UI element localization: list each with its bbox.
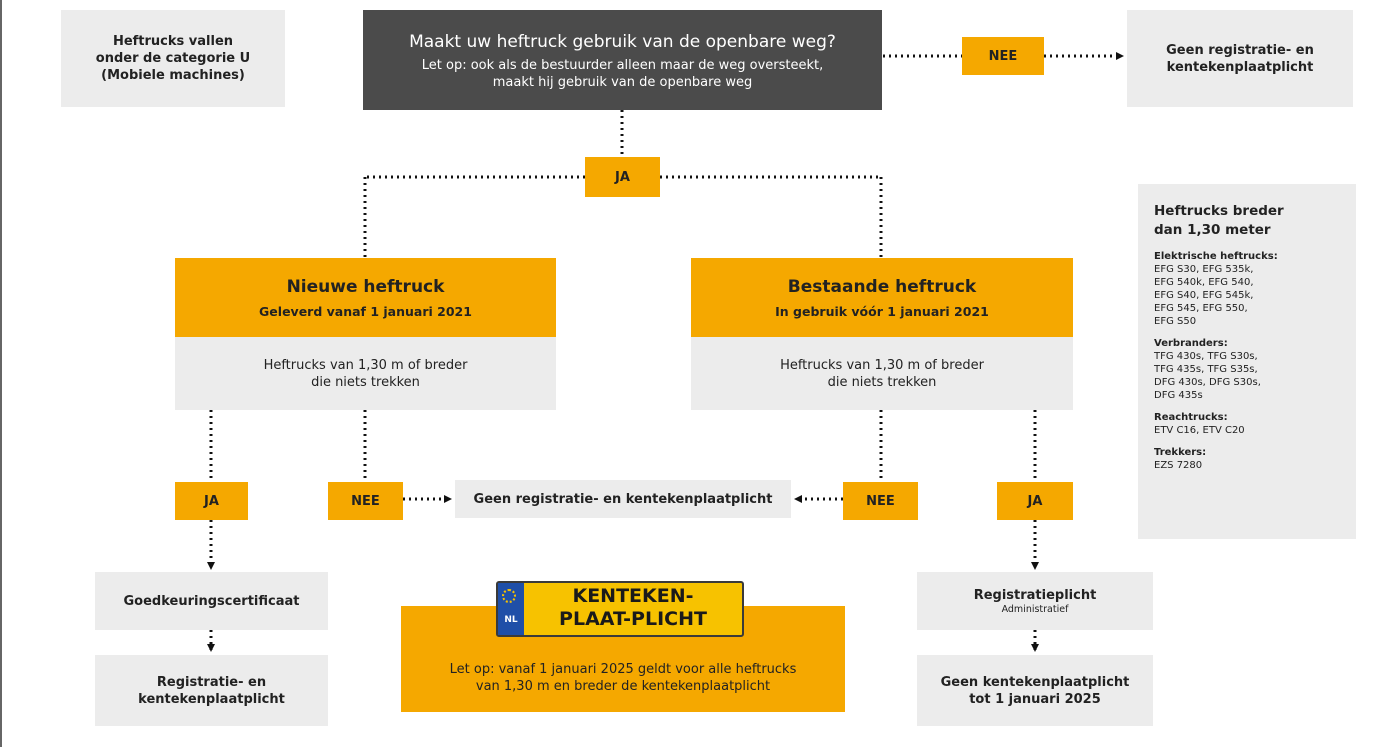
plate-text: KENTEKEN- PLAAT-PLICHT: [524, 585, 742, 631]
existing-no-label: NEE: [843, 482, 918, 520]
existing-truck-desc-line: die niets trekken: [827, 374, 937, 390]
group-models: ETV C16, ETV C20: [1154, 424, 1340, 437]
model-line: EFG S50: [1154, 316, 1197, 327]
registration-box: Registratieplicht Administratief: [917, 572, 1153, 630]
certificate-box: Goedkeuringscertificaat: [95, 572, 328, 630]
group-combustion: Verbranders: TFG 430s, TFG S30s, TFG 435…: [1154, 337, 1340, 402]
top-no-result-box: Geen registratie- en kentekenplaatplicht: [1127, 10, 1353, 107]
group-tractors: Trekkers: EZS 7280: [1154, 446, 1340, 472]
group-models: TFG 430s, TFG S30s, TFG 435s, TFG S35s, …: [1154, 350, 1340, 402]
model-line: EZS 7280: [1154, 460, 1203, 471]
group-category: Reachtrucks:: [1154, 412, 1228, 423]
group-category: Verbranders:: [1154, 338, 1228, 349]
category-info-line: onder de categorie U: [95, 51, 251, 66]
certificate-text: Goedkeuringscertificaat: [123, 593, 300, 609]
model-line: EFG S40, EFG 545k,: [1154, 290, 1254, 301]
eu-stars-icon: [502, 589, 516, 603]
wide-trucks-panel: Heftrucks breder dan 1,30 meter Elektris…: [1138, 184, 1356, 539]
eu-flag-icon: NL: [498, 583, 524, 635]
new-truck-header: Nieuwe heftruck Geleverd vanaf 1 januari…: [175, 258, 556, 337]
question-title: Maakt uw heftruck gebruik van de openbar…: [409, 31, 836, 52]
existing-result-line: tot 1 januari 2025: [969, 691, 1101, 707]
model-line: DFG 430s, DFG S30s,: [1154, 377, 1261, 388]
panel-heading-line: dan 1,30 meter: [1154, 222, 1271, 238]
plate-text-line: KENTEKEN-: [572, 585, 694, 607]
top-no-result-line: Geen registratie- en: [1166, 42, 1314, 58]
model-line: EFG 540k, EFG 540,: [1154, 277, 1254, 288]
existing-truck-header: Bestaande heftruck In gebruik vóór 1 jan…: [691, 258, 1073, 337]
new-truck-desc: Heftrucks van 1,30 m of breder die niets…: [175, 337, 556, 410]
plate-notice-line: Let op: vanaf 1 januari 2025 geldt voor …: [449, 662, 797, 677]
model-line: EFG 545, EFG 550,: [1154, 303, 1248, 314]
existing-truck-desc: Heftrucks van 1,30 m of breder die niets…: [691, 337, 1073, 410]
registration-subtitle: Administratief: [1001, 603, 1069, 615]
group-models: EFG S30, EFG 535k, EFG 540k, EFG 540, EF…: [1154, 263, 1340, 328]
group-models: EZS 7280: [1154, 459, 1340, 472]
new-result-box: Registratie- en kentekenplaatplicht: [95, 655, 328, 726]
new-result-line: kentekenplaatplicht: [138, 691, 285, 707]
question-box: Maakt uw heftruck gebruik van de openbar…: [363, 10, 882, 110]
top-no-label: NEE: [962, 37, 1044, 75]
top-no-result-line: kentekenplaatplicht: [1166, 59, 1314, 75]
plate-notice-box: Let op: vanaf 1 januari 2025 geldt voor …: [401, 606, 845, 712]
existing-truck-desc-line: Heftrucks van 1,30 m of breder: [780, 357, 984, 373]
panel-heading-line: Heftrucks breder: [1154, 203, 1284, 219]
existing-truck-subtitle: In gebruik vóór 1 januari 2021: [775, 303, 989, 319]
new-truck-desc-line: die niets trekken: [311, 374, 420, 390]
model-line: ETV C16, ETV C20: [1154, 425, 1245, 436]
model-line: TFG 430s, TFG S30s,: [1154, 351, 1258, 362]
existing-truck-title: Bestaande heftruck: [787, 276, 977, 297]
new-truck-subtitle: Geleverd vanaf 1 januari 2021: [259, 303, 472, 319]
category-info-box: Heftrucks vallen onder de categorie U (M…: [61, 10, 285, 107]
group-electric: Elektrische heftrucks: EFG S30, EFG 535k…: [1154, 250, 1340, 328]
middle-no-result: Geen registratie- en kentekenplaatplicht: [455, 480, 791, 518]
registration-title: Registratieplicht: [973, 587, 1097, 603]
existing-result-box: Geen kentekenplaatplicht tot 1 januari 2…: [917, 655, 1153, 726]
top-yes-label: JA: [585, 157, 660, 197]
panel-heading: Heftrucks breder dan 1,30 meter: [1154, 202, 1340, 240]
model-line: DFG 435s: [1154, 390, 1203, 401]
existing-result-line: Geen kentekenplaatplicht: [940, 674, 1130, 690]
category-info-line: Heftrucks vallen: [112, 34, 234, 49]
model-line: EFG S30, EFG 535k,: [1154, 264, 1254, 275]
question-note: maakt hij gebruik van de openbare weg: [492, 74, 753, 90]
new-no-label: NEE: [328, 482, 403, 520]
new-truck-title: Nieuwe heftruck: [286, 276, 445, 297]
group-category: Elektrische heftrucks:: [1154, 251, 1278, 262]
new-result-line: Registratie- en: [156, 674, 267, 690]
plate-text-line: PLAAT-PLICHT: [559, 608, 707, 630]
model-line: TFG 435s, TFG S35s,: [1154, 364, 1258, 375]
plate-notice-line: van 1,30 m en breder de kentekenplaatpli…: [475, 679, 771, 694]
license-plate: NL KENTEKEN- PLAAT-PLICHT: [496, 581, 744, 637]
middle-no-result-text: Geen registratie- en kentekenplaatplicht: [473, 491, 773, 507]
question-note: Let op: ook als de bestuurder alleen maa…: [421, 57, 824, 73]
new-yes-label: JA: [175, 482, 248, 520]
new-truck-desc-line: Heftrucks van 1,30 m of breder: [263, 357, 468, 373]
group-category: Trekkers:: [1154, 447, 1207, 458]
country-code: NL: [504, 615, 518, 625]
group-reachtrucks: Reachtrucks: ETV C16, ETV C20: [1154, 411, 1340, 437]
existing-yes-label: JA: [997, 482, 1073, 520]
category-info-line: (Mobiele machines): [101, 68, 245, 83]
